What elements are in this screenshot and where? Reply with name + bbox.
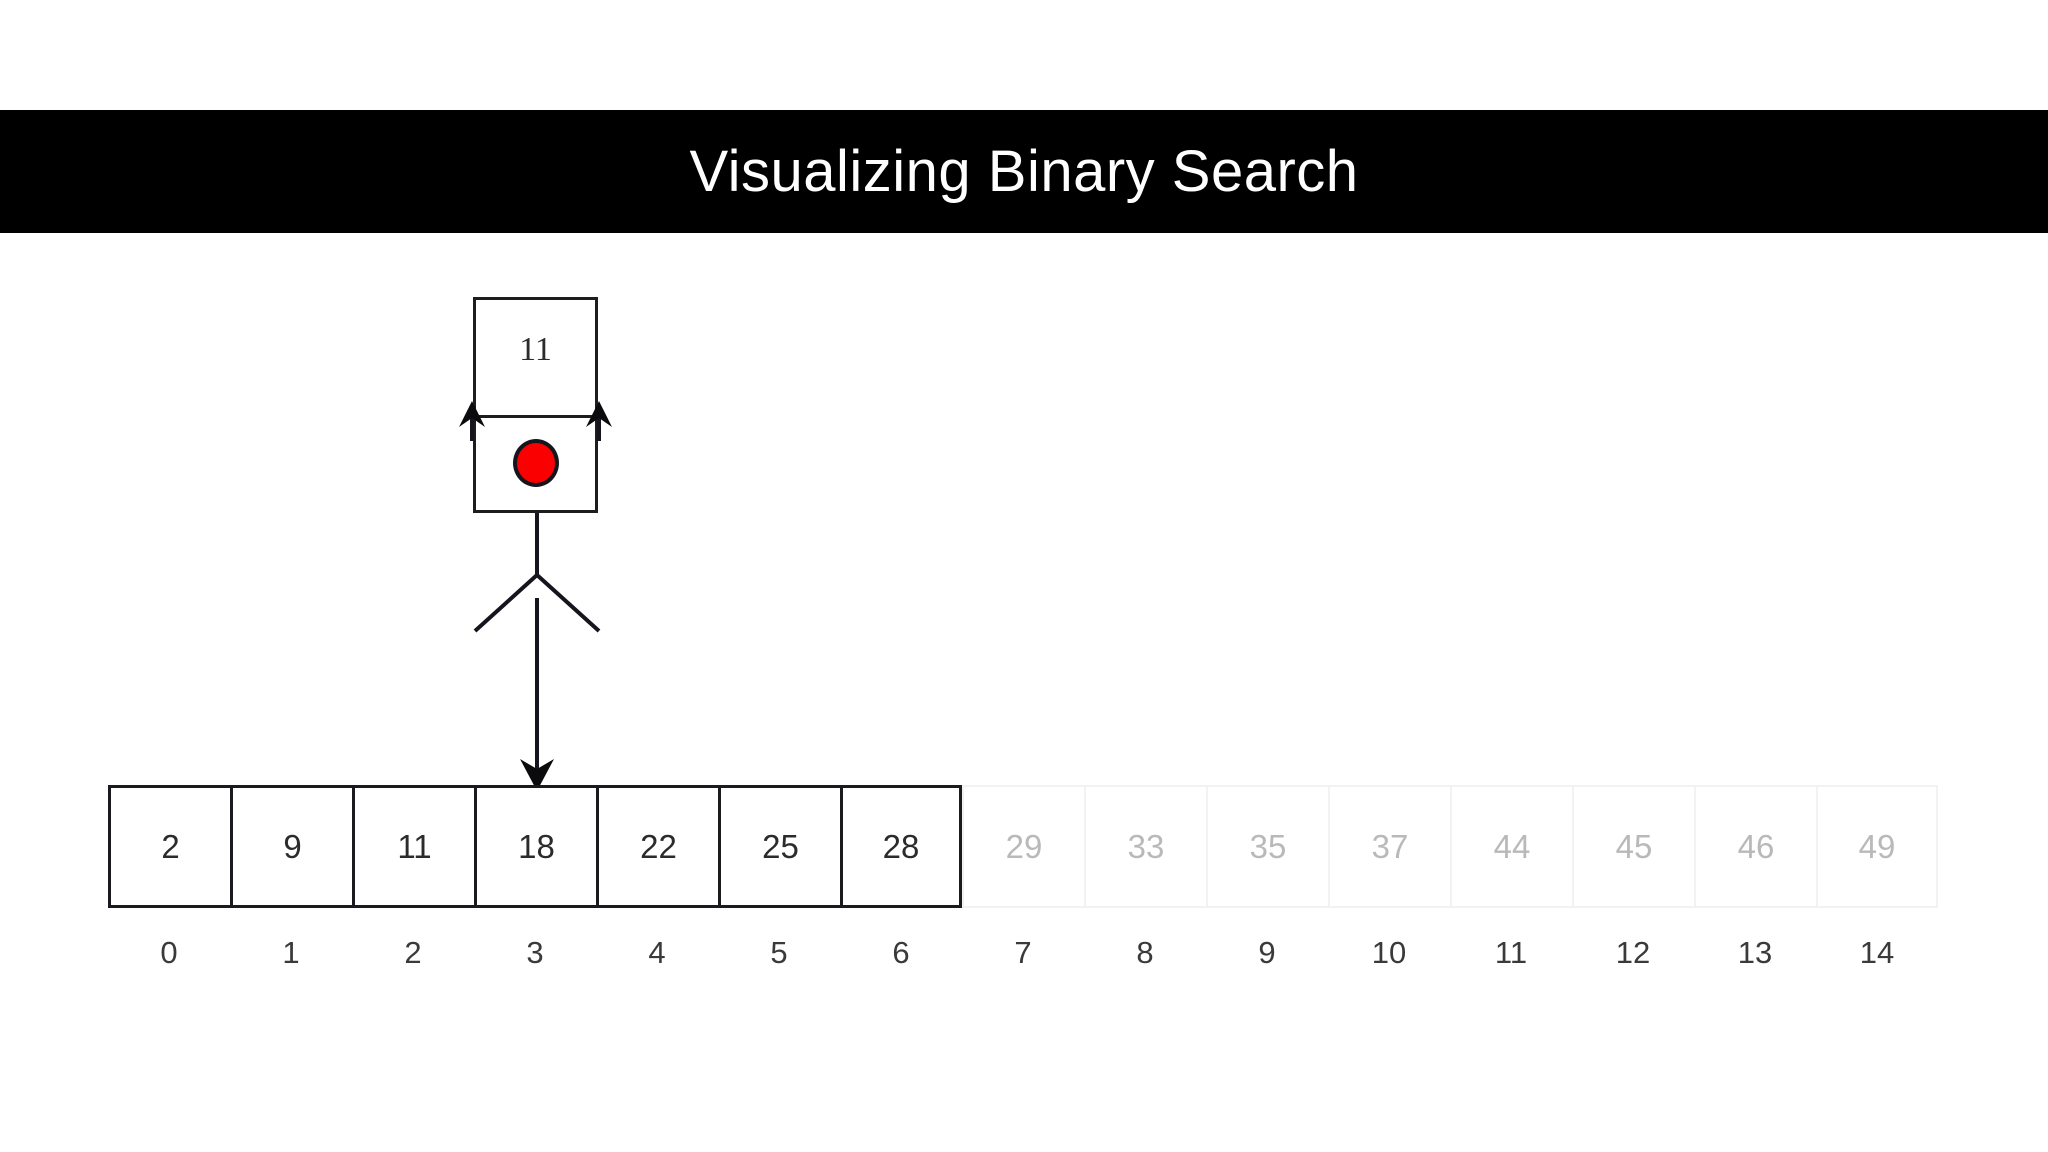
array-cell-value: 18 [518, 828, 555, 865]
array-index-label: 0 [160, 935, 178, 970]
array-index-label: 4 [648, 935, 666, 970]
title-banner: Visualizing Binary Search [0, 110, 2048, 233]
array-index-label: 5 [770, 935, 788, 970]
array-cell[interactable]: 22 [596, 785, 718, 908]
array-cell[interactable]: 11 [352, 785, 474, 908]
target-value-box: 11 [473, 297, 598, 418]
array-cell-value: 9 [283, 828, 302, 865]
array-index-label: 2 [404, 935, 422, 970]
array-cell-value: 11 [397, 828, 432, 865]
array-cell[interactable]: 29 [962, 785, 1084, 908]
binary-search-diagram: 11 2 9 11 18 22 25 28 29 33 35 37 44 45 … [0, 233, 2048, 1152]
array-cell[interactable]: 28 [840, 785, 962, 908]
array-index-label: 13 [1737, 935, 1773, 970]
array-cell-value: 25 [762, 828, 799, 865]
array-cell[interactable]: 9 [230, 785, 352, 908]
array-index-label: 6 [892, 935, 910, 970]
array-row: 2 9 11 18 22 25 28 29 33 35 37 44 45 46 … [108, 785, 1938, 908]
array-index-label: 9 [1258, 935, 1276, 970]
array-cell[interactable]: 25 [718, 785, 840, 908]
array-index-label: 11 [1494, 935, 1528, 970]
array-cell[interactable]: 49 [1816, 785, 1938, 908]
page-title: Visualizing Binary Search [689, 138, 1359, 204]
array-cell-value: 33 [1127, 828, 1165, 865]
pointer-connector [473, 503, 601, 791]
array-cell[interactable]: 2 [108, 785, 230, 908]
array-index-row: 0 1 2 3 4 5 6 7 8 9 10 11 12 13 14 [108, 923, 1938, 983]
array-cell[interactable]: 35 [1206, 785, 1328, 908]
array-index-label: 1 [282, 935, 300, 970]
array-cell[interactable]: 18 [474, 785, 596, 908]
array-cell-value: 45 [1615, 828, 1653, 865]
array-cell[interactable]: 46 [1694, 785, 1816, 908]
array-cell-value: 37 [1371, 828, 1409, 865]
array-index-label: 12 [1615, 935, 1651, 970]
search-pointer-widget: 11 [459, 297, 612, 513]
array-index-label: 8 [1136, 935, 1154, 970]
array-cell[interactable]: 44 [1450, 785, 1572, 908]
array-cell-value: 2 [161, 828, 180, 865]
array-cell-value: 49 [1858, 828, 1896, 865]
array-cell-value: 29 [1005, 828, 1043, 865]
red-circle-marker [512, 439, 559, 487]
array-cell-value: 44 [1493, 828, 1531, 865]
array-cell-value: 22 [640, 828, 677, 865]
arrow-up-icon [459, 401, 485, 441]
array-cell[interactable]: 37 [1328, 785, 1450, 908]
array-cell-value: 46 [1737, 828, 1775, 865]
target-value-label: 11 [519, 330, 552, 368]
array-cell[interactable]: 45 [1572, 785, 1694, 908]
array-cell-value: 35 [1249, 828, 1287, 865]
array-cell[interactable]: 33 [1084, 785, 1206, 908]
arrow-up-icon [586, 401, 612, 441]
array-index-label: 7 [1014, 935, 1032, 970]
array-cell-value: 28 [882, 828, 920, 865]
array-index-label: 14 [1859, 935, 1895, 970]
array-index-label: 10 [1371, 935, 1407, 970]
array-index-label: 3 [526, 935, 544, 970]
